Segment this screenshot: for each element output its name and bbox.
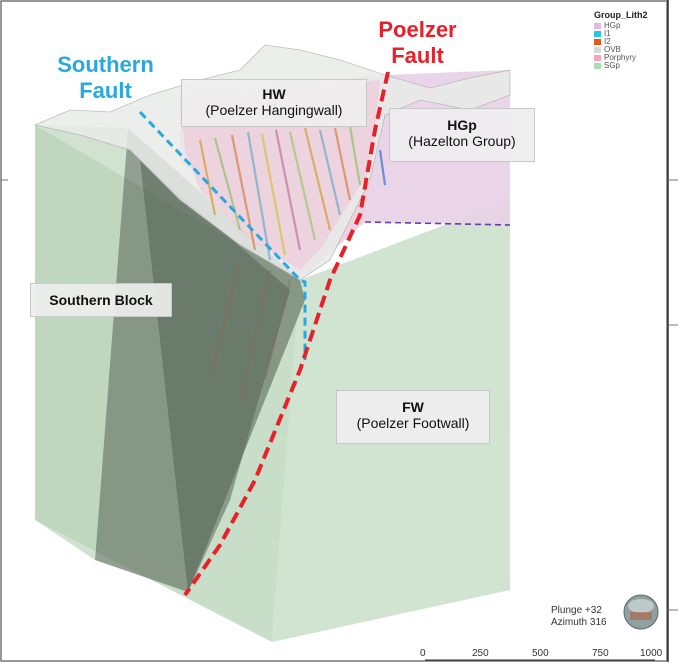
lithology-legend: Group_Lith2 HGp I1 I2 OVB Porphyry SGp	[594, 10, 648, 70]
orientation-sphere-highlight	[628, 599, 654, 613]
hw-topo-tint	[180, 80, 380, 270]
drillhole-deep	[263, 279, 292, 381]
scale-tick-label: 750	[592, 648, 609, 659]
fault-plane-shadow	[140, 160, 290, 592]
legend-item-label: OVB	[604, 45, 621, 54]
drillholes	[198, 125, 387, 401]
poelzer-fault-title: Poelzer Fault	[365, 17, 470, 69]
drillhole	[198, 139, 217, 216]
legend-item-label: I2	[604, 37, 611, 46]
drillhole	[260, 133, 287, 256]
southern-fault-title: Southern Fault	[48, 52, 163, 104]
legend-swatch	[594, 55, 601, 61]
fw-label-title: FW	[402, 399, 424, 415]
hw-label-subtitle: (Poelzer Hangingwall)	[205, 102, 343, 118]
azimuth-value: Azimuth 316	[551, 617, 607, 628]
southern-fault-trace	[138, 110, 307, 360]
drillhole	[288, 131, 317, 241]
scale-bar: 0 250 500 750 1000	[400, 648, 670, 662]
poelzer-fault-trace	[183, 71, 390, 597]
legend-swatch	[594, 47, 601, 53]
orientation-sphere-band	[630, 612, 652, 620]
hgp-label-subtitle: (Hazelton Group)	[408, 133, 516, 149]
southern-fault-title-line1: Southern	[57, 52, 154, 77]
plunge-value: Plunge +32	[551, 605, 602, 616]
southern-block-label-title: Southern Block	[49, 292, 153, 308]
drillhole	[378, 149, 387, 186]
legend-item: HGp	[594, 22, 648, 30]
drillhole	[348, 125, 362, 186]
legend-item: Porphyry	[594, 54, 648, 62]
scale-tick-label: 0	[420, 648, 426, 659]
legend-title: Group_Lith2	[594, 10, 648, 20]
scale-tick-label: 1000	[640, 648, 663, 659]
legend-swatch	[594, 63, 601, 69]
fw-label: FW (Poelzer Footwall)	[336, 390, 490, 444]
legend-item-label: SGp	[604, 61, 621, 70]
drillhole-deep	[208, 259, 242, 381]
legend-swatch	[594, 31, 601, 37]
drillhole	[318, 129, 342, 216]
drillhole	[274, 129, 302, 251]
legend-item: I1	[594, 30, 648, 38]
legend-item-label: Porphyry	[604, 53, 637, 62]
orientation-readout: Plunge +32 Azimuth 316	[551, 605, 607, 629]
southern-block-label: Southern Block	[30, 283, 172, 317]
poelzer-fault-title-line2: Fault	[391, 43, 444, 68]
scale-tick-label: 250	[472, 648, 489, 659]
poelzer-fault-title-line1: Poelzer	[378, 17, 457, 42]
fw-label-subtitle: (Poelzer Footwall)	[356, 415, 470, 431]
drillhole	[303, 127, 332, 231]
legend-item-label: HGp	[604, 21, 621, 30]
legend-item: SGp	[594, 62, 648, 70]
southern-fault-title-line2: Fault	[79, 78, 132, 103]
legend-item-label: I1	[604, 29, 611, 38]
drillhole-deep	[238, 269, 272, 401]
drillhole	[333, 127, 352, 201]
southern-block-face	[35, 125, 128, 560]
legend-swatch	[594, 39, 601, 45]
hw-label-title: HW	[262, 86, 286, 102]
legend-item: OVB	[594, 46, 648, 54]
drillhole	[246, 131, 272, 261]
drillhole	[213, 137, 242, 231]
scale-tick-label: 500	[532, 648, 549, 659]
hgp-label-title: HGp	[447, 117, 477, 133]
legend-swatch	[594, 23, 601, 29]
hgp-contact-line	[364, 221, 511, 226]
legend-item: I2	[594, 38, 648, 46]
hgp-label: HGp (Hazelton Group)	[389, 108, 535, 162]
hw-label: HW (Poelzer Hangingwall)	[181, 79, 367, 127]
